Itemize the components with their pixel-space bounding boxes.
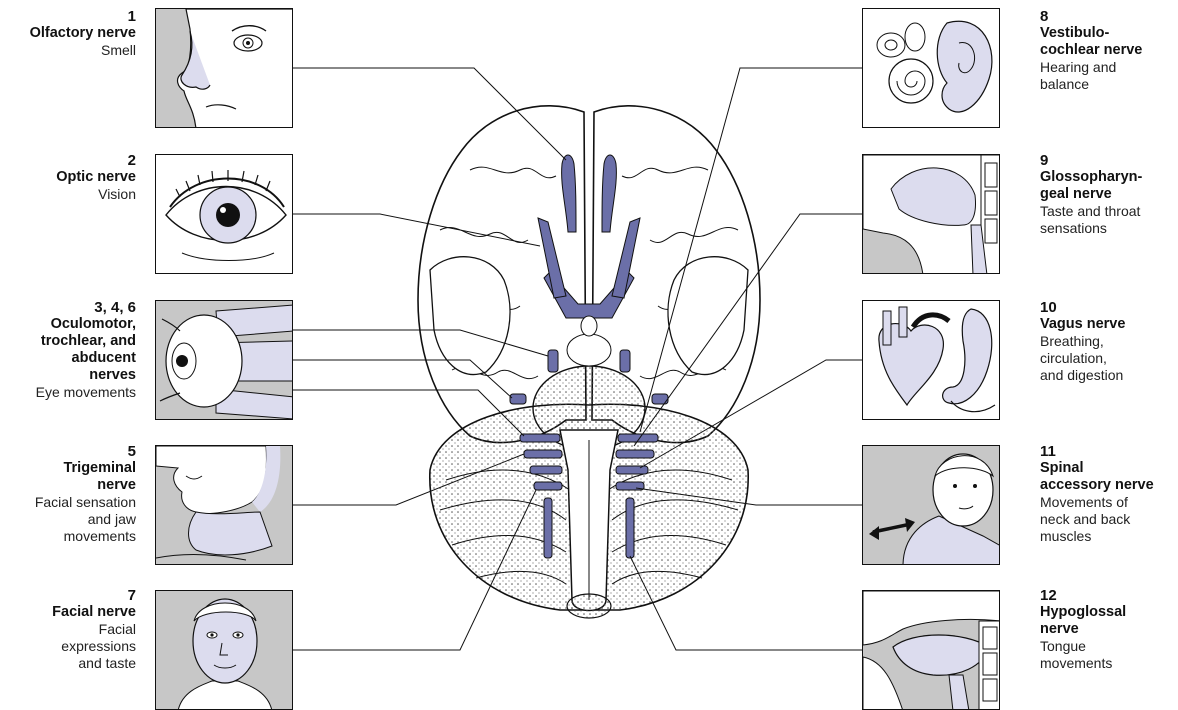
brain-diagram bbox=[0, 0, 1178, 710]
